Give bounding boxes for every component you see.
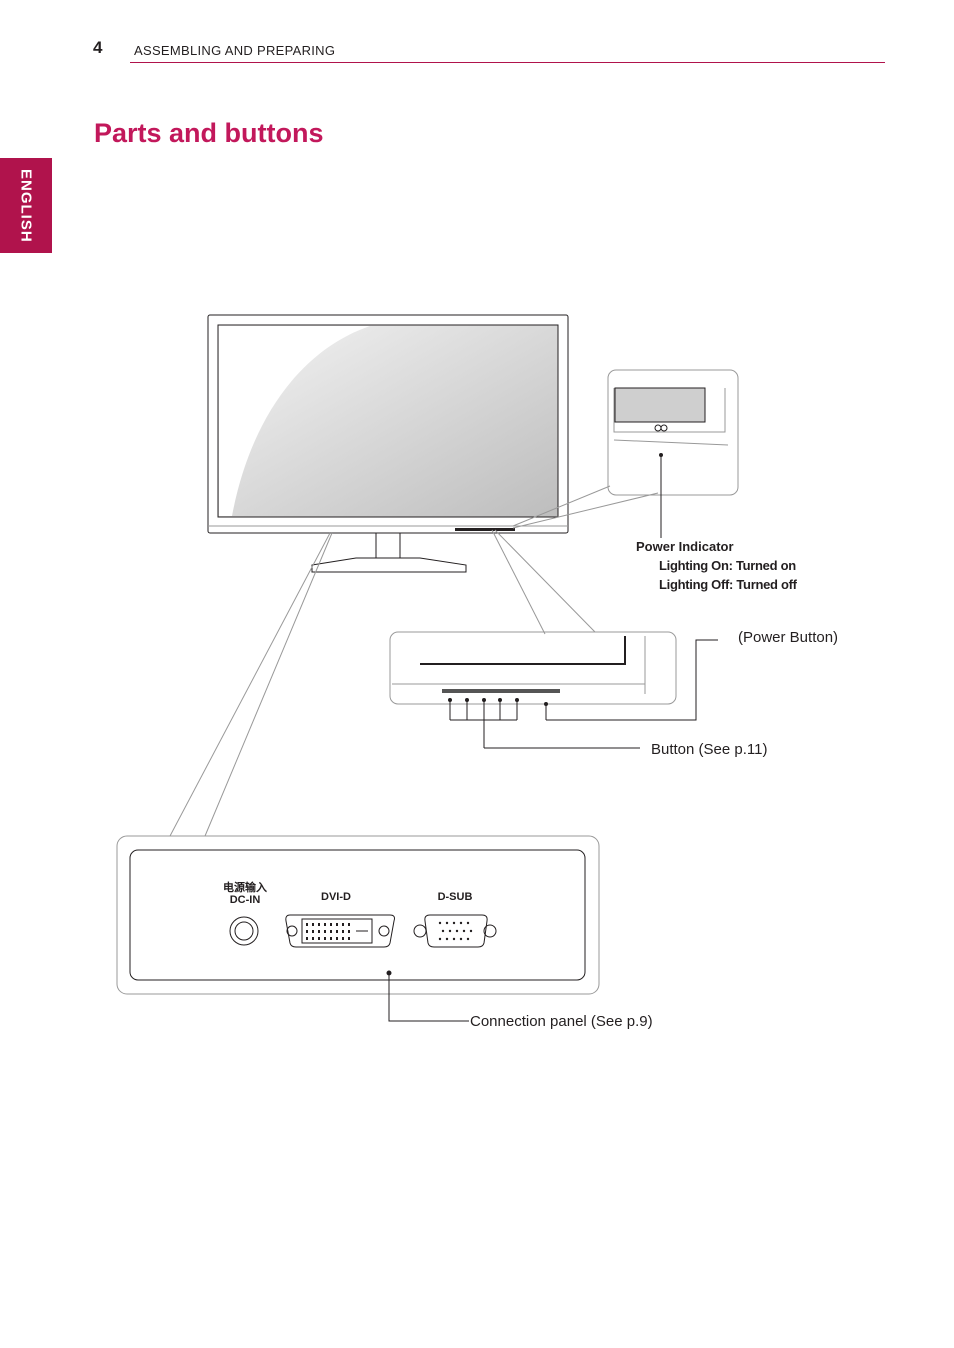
page-title: Parts and buttons bbox=[94, 118, 324, 148]
language-tab: ENGLISH bbox=[0, 158, 52, 253]
dvi-pin bbox=[306, 923, 308, 926]
dvi-pin bbox=[318, 923, 320, 926]
header-rule bbox=[130, 62, 885, 63]
dvi-port-label: DVI-D bbox=[321, 891, 351, 903]
dvi-pin bbox=[312, 930, 314, 933]
dvi-pin bbox=[312, 937, 314, 940]
dvi-pin bbox=[324, 923, 326, 926]
dvi-pins bbox=[306, 923, 350, 940]
dvi-pin bbox=[336, 930, 338, 933]
dsub-pin bbox=[469, 929, 473, 933]
dsub-pin bbox=[452, 937, 456, 941]
dsub-pin bbox=[438, 937, 442, 941]
dvi-pin bbox=[342, 937, 344, 940]
dsub-pin bbox=[445, 937, 449, 941]
connection-panel-detail bbox=[116, 532, 600, 1022]
dsub-pin bbox=[459, 937, 463, 941]
dc-in-port-label: 电源输入 DC-IN bbox=[220, 882, 270, 906]
dsub-pin bbox=[466, 921, 470, 925]
dvi-pin bbox=[306, 930, 308, 933]
language-tab-label: ENGLISH bbox=[17, 168, 35, 243]
dvi-pin bbox=[306, 937, 308, 940]
dvi-pin bbox=[324, 937, 326, 940]
dsub-pin bbox=[448, 929, 452, 933]
dvi-pin bbox=[342, 923, 344, 926]
connection-panel-label: Connection panel (See p.9) bbox=[470, 1013, 653, 1030]
dsub-pin bbox=[466, 937, 470, 941]
dsub-pin bbox=[438, 921, 442, 925]
dvi-pin bbox=[348, 930, 350, 933]
dsub-pin bbox=[441, 929, 445, 933]
monitor-stand bbox=[311, 533, 467, 573]
dvi-pin bbox=[318, 930, 320, 933]
dsub-pins bbox=[438, 921, 473, 941]
dvi-pin bbox=[336, 937, 338, 940]
dc-in-label: DC-IN bbox=[229, 894, 261, 906]
dvi-pin bbox=[318, 937, 320, 940]
dsub-pin bbox=[455, 929, 459, 933]
buttons-detail bbox=[389, 529, 718, 749]
monitor-front bbox=[207, 314, 569, 534]
dvi-pin bbox=[330, 937, 332, 940]
dc-in-label-cn: 电源输入 bbox=[223, 882, 267, 894]
power-indicator-detail bbox=[512, 369, 739, 538]
dvi-pin bbox=[330, 930, 332, 933]
dvi-pin bbox=[336, 923, 338, 926]
section-header: ASSEMBLING AND PREPARING bbox=[134, 43, 336, 58]
dvi-pin bbox=[330, 923, 332, 926]
dvi-pin bbox=[324, 930, 326, 933]
dsub-pin bbox=[462, 929, 466, 933]
lighting-on-label: Lighting On: Turned on bbox=[659, 558, 796, 573]
dvi-pin bbox=[348, 937, 350, 940]
dsub-port-label: D-SUB bbox=[437, 891, 473, 903]
dsub-pin bbox=[459, 921, 463, 925]
power-button-label: (Power Button) bbox=[738, 629, 839, 646]
dsub-pin bbox=[445, 921, 449, 925]
dvi-pin bbox=[312, 923, 314, 926]
dsub-pin bbox=[452, 921, 456, 925]
power-indicator-label: Power Indicator bbox=[636, 539, 734, 554]
dvi-pin bbox=[348, 923, 350, 926]
button-label: Button (See p.11) bbox=[651, 741, 768, 758]
page-number: 4 bbox=[93, 38, 103, 57]
dvi-pin bbox=[342, 930, 344, 933]
lighting-off-label: Lighting Off: Turned off bbox=[659, 577, 797, 592]
